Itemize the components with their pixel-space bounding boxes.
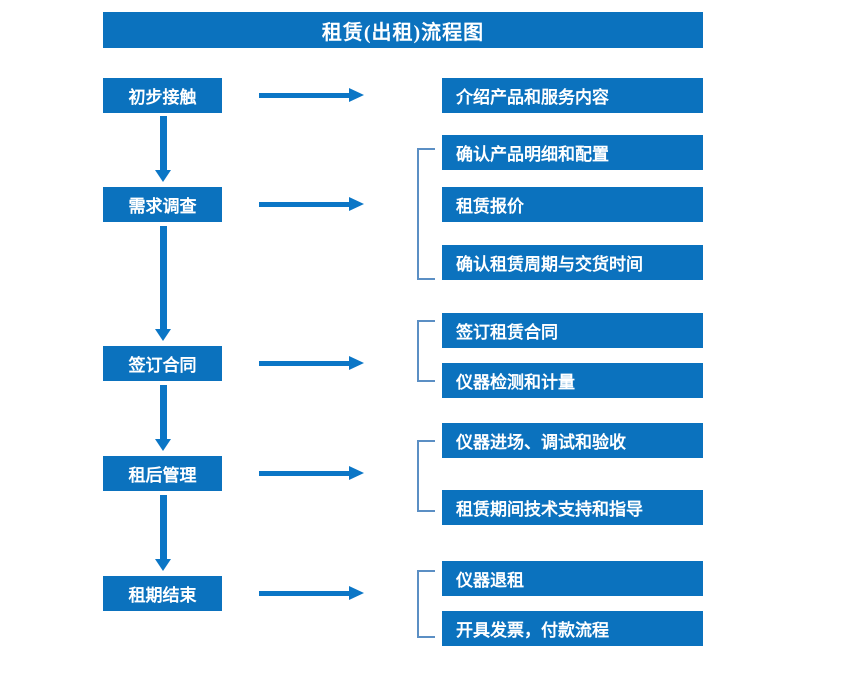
detail-box-9[interactable]: 仪器退租 <box>442 561 703 596</box>
detail-box-4[interactable]: 确认租赁周期与交货时间 <box>442 245 703 280</box>
detail-box-8[interactable]: 租赁期间技术支持和指导 <box>442 490 703 525</box>
stage-box-3[interactable]: 签订合同 <box>103 346 222 381</box>
detail-box-2[interactable]: 确认产品明细和配置 <box>442 135 703 170</box>
arrow-right-icon-2 <box>259 196 364 212</box>
arrow-right-icon-3 <box>259 355 364 371</box>
arrow-down-icon-1 <box>155 116 171 184</box>
page-title: 租赁(出租)流程图 <box>103 12 703 48</box>
detail-box-5[interactable]: 签订租赁合同 <box>442 313 703 348</box>
stage-box-5[interactable]: 租期结束 <box>103 576 222 611</box>
group-bracket-icon-1 <box>417 148 435 280</box>
detail-box-1[interactable]: 介绍产品和服务内容 <box>442 78 703 113</box>
arrow-right-icon-1 <box>259 87 364 103</box>
arrow-right-icon-5 <box>259 585 364 601</box>
detail-box-7[interactable]: 仪器进场、调试和验收 <box>442 423 703 458</box>
stage-box-2[interactable]: 需求调查 <box>103 187 222 222</box>
detail-box-10[interactable]: 开具发票，付款流程 <box>442 611 703 646</box>
arrow-down-icon-4 <box>155 495 171 573</box>
detail-box-6[interactable]: 仪器检测和计量 <box>442 363 703 398</box>
arrow-down-icon-3 <box>155 385 171 453</box>
arrow-down-icon-2 <box>155 226 171 343</box>
group-bracket-icon-4 <box>417 570 435 638</box>
group-bracket-icon-3 <box>417 440 435 512</box>
detail-box-3[interactable]: 租赁报价 <box>442 187 703 222</box>
stage-box-4[interactable]: 租后管理 <box>103 456 222 491</box>
group-bracket-icon-2 <box>417 320 435 382</box>
arrow-right-icon-4 <box>259 465 364 481</box>
stage-box-1[interactable]: 初步接触 <box>103 78 222 113</box>
